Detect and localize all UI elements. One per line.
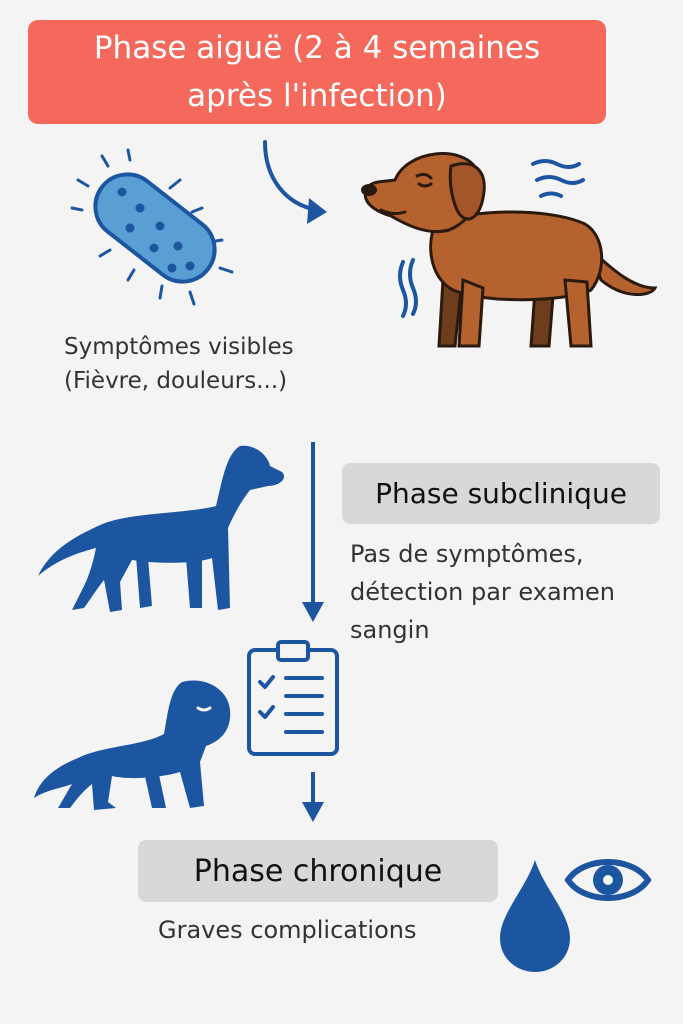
down-arrow-short-icon — [302, 772, 324, 822]
subclinical-phase-box: Phase subclinique — [342, 463, 660, 524]
bacterium-icon — [70, 148, 234, 306]
down-arrow-icon — [302, 442, 324, 622]
subclinical-phase-title: Phase subclinique — [375, 477, 627, 510]
acute-phase-banner: Phase aiguë (2 à 4 semaines après l'infe… — [28, 20, 606, 124]
subclinical-desc-line1: Pas de symptômes, — [350, 540, 584, 568]
subclinical-phase-description: Pas de symptômes, détection par examen s… — [350, 535, 670, 649]
sad-dog-icon — [34, 680, 231, 810]
clipboard-checklist-icon — [247, 640, 339, 756]
acute-phase-title-line1: Phase aiguë (2 à 4 semaines — [93, 30, 541, 66]
sick-brown-dog-icon — [361, 152, 658, 348]
subclinical-desc-line3: sangin — [350, 616, 430, 644]
curved-arrow-icon — [263, 140, 327, 224]
drop-icon — [500, 860, 570, 972]
acute-caption-line1: Symptômes visibles — [64, 334, 294, 360]
chronic-phase-box: Phase chronique — [138, 840, 498, 902]
acute-phase-caption: Symptômes visibles (Fièvre, douleurs...) — [64, 330, 294, 398]
chronic-phase-title: Phase chronique — [193, 853, 443, 889]
acute-caption-line2: (Fièvre, douleurs...) — [64, 368, 288, 394]
chronic-phase-description: Graves complications — [158, 916, 417, 944]
acute-phase-title-line2: après l'infection) — [187, 78, 447, 114]
subclinical-desc-line2: détection par examen — [350, 578, 616, 606]
walking-dog-icon — [38, 445, 285, 612]
eye-icon — [564, 859, 652, 901]
